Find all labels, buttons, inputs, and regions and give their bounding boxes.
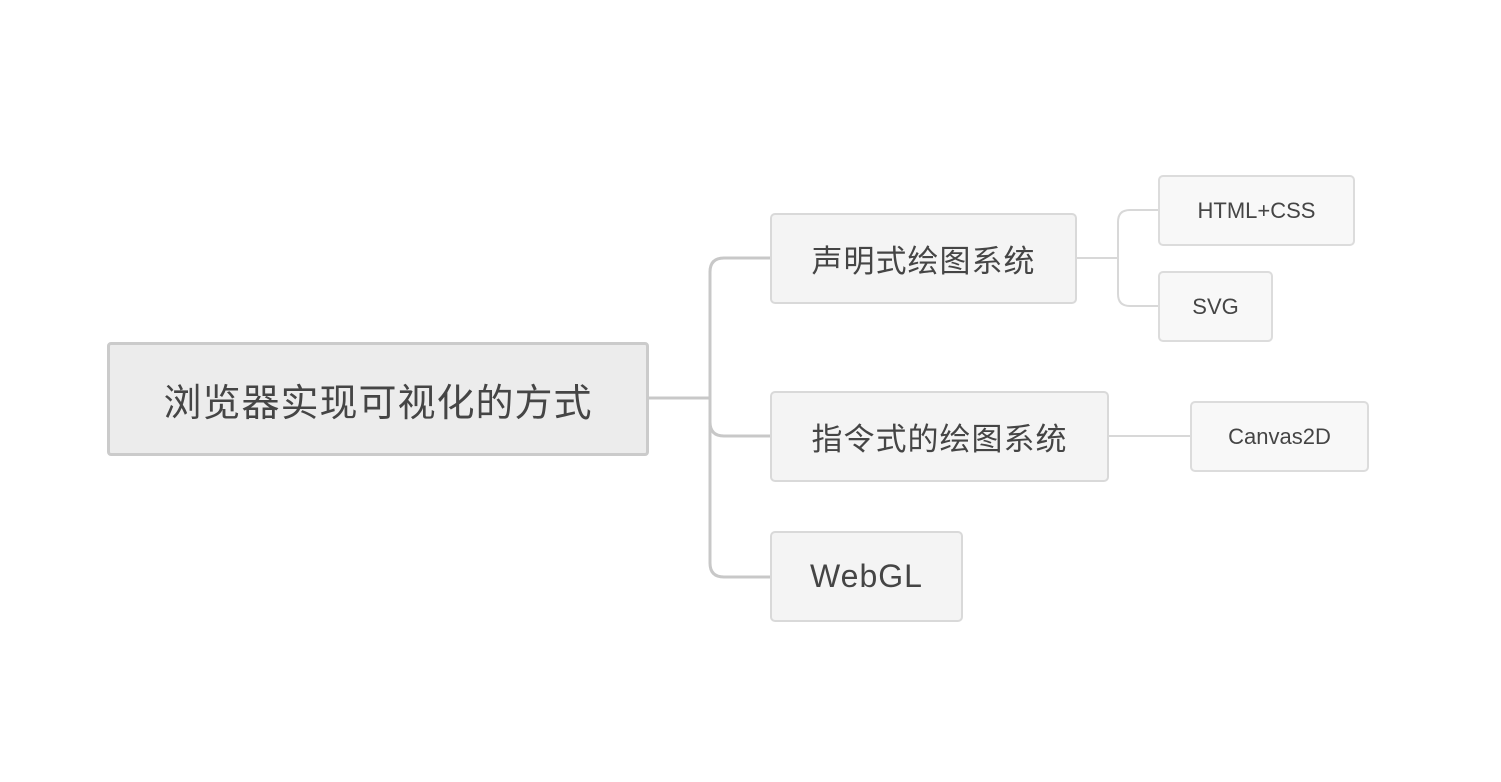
- branch-node-declarative[interactable]: 声明式绘图系统: [770, 213, 1077, 304]
- connector-to-declarative: [708, 256, 770, 273]
- root-topic-node[interactable]: 浏览器实现可视化的方式: [107, 342, 649, 456]
- leaf-node-canvas2d[interactable]: Canvas2D: [1190, 401, 1369, 472]
- connector-to-imperative: [708, 421, 770, 438]
- connector-to-svg: [1117, 293, 1158, 307]
- branch-node-webgl[interactable]: WebGL: [770, 531, 963, 622]
- leaf-node-svg[interactable]: SVG: [1158, 271, 1273, 342]
- branch-node-imperative[interactable]: 指令式的绘图系统: [770, 391, 1109, 482]
- connector-to-webgl: [708, 562, 770, 579]
- connector-to-htmlcss: [1117, 209, 1158, 223]
- leaf-node-htmlcss[interactable]: HTML+CSS: [1158, 175, 1355, 246]
